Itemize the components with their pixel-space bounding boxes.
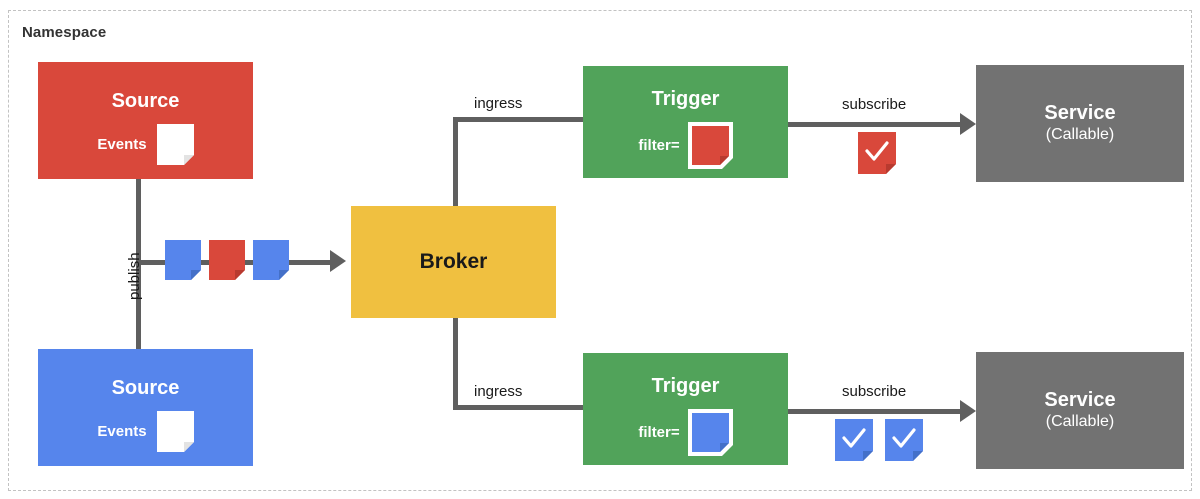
node-broker[interactable]: Broker	[351, 206, 556, 318]
edge-label-subscribe-top: subscribe	[842, 96, 907, 113]
document-icon	[156, 411, 194, 452]
subscribe-top-line	[788, 122, 968, 127]
document-icon	[253, 240, 289, 280]
source-blue-title: Source	[111, 377, 180, 399]
node-trigger-top[interactable]: Trigger filter=	[583, 66, 788, 178]
document-check-icon	[835, 419, 873, 461]
ingress-top-vertical-line	[453, 117, 458, 211]
trigger-bottom-filter-label: filter=	[638, 423, 680, 441]
broker-title: Broker	[419, 250, 488, 274]
trigger-bottom-title: Trigger	[651, 374, 720, 397]
edge-label-ingress-bottom: ingress	[474, 383, 523, 400]
edge-label-publish: publish	[126, 252, 143, 300]
document-icon	[209, 240, 245, 280]
source-blue-events-row: Events	[97, 411, 194, 452]
document-icon	[165, 240, 201, 280]
service-top-title: Service	[1044, 102, 1116, 125]
trigger-top-title: Trigger	[651, 87, 720, 110]
source-blue-events-label: Events	[97, 423, 147, 440]
subscribe-bottom-arrowhead	[960, 400, 976, 422]
source-red-title: Source	[111, 90, 180, 112]
document-icon	[156, 124, 194, 165]
trigger-top-filter-row: filter=	[638, 121, 733, 169]
document-icon	[687, 121, 733, 169]
delivered-events-top	[858, 132, 896, 174]
service-top-subtitle: (Callable)	[1045, 126, 1115, 144]
subscribe-bottom-line	[788, 409, 968, 414]
event-stream	[165, 240, 289, 280]
ingress-top-horizontal-line	[453, 117, 583, 122]
node-source-blue[interactable]: Source Events	[38, 349, 253, 466]
document-check-icon	[885, 419, 923, 461]
namespace-boundary	[8, 10, 1192, 491]
publish-trunk-line	[136, 178, 141, 365]
document-check-icon	[858, 132, 896, 174]
service-bottom-subtitle: (Callable)	[1045, 413, 1115, 431]
source-red-events-row: Events	[97, 124, 194, 165]
edge-label-ingress-top: ingress	[474, 95, 523, 112]
publish-arrowhead	[330, 250, 346, 272]
edge-label-subscribe-bottom: subscribe	[842, 383, 907, 400]
document-icon	[687, 408, 733, 456]
node-service-top[interactable]: Service (Callable)	[976, 65, 1184, 182]
namespace-label: Namespace	[22, 24, 107, 41]
node-source-red[interactable]: Source Events	[38, 62, 253, 179]
node-trigger-bottom[interactable]: Trigger filter=	[583, 353, 788, 465]
trigger-bottom-filter-row: filter=	[638, 408, 733, 456]
service-bottom-title: Service	[1044, 389, 1116, 412]
trigger-top-filter-label: filter=	[638, 136, 680, 154]
ingress-bottom-horizontal-line	[453, 405, 583, 410]
delivered-events-bottom	[835, 419, 923, 461]
source-red-events-label: Events	[97, 136, 147, 153]
ingress-bottom-vertical-line	[453, 316, 458, 410]
subscribe-top-arrowhead	[960, 113, 976, 135]
node-service-bottom[interactable]: Service (Callable)	[976, 352, 1184, 469]
